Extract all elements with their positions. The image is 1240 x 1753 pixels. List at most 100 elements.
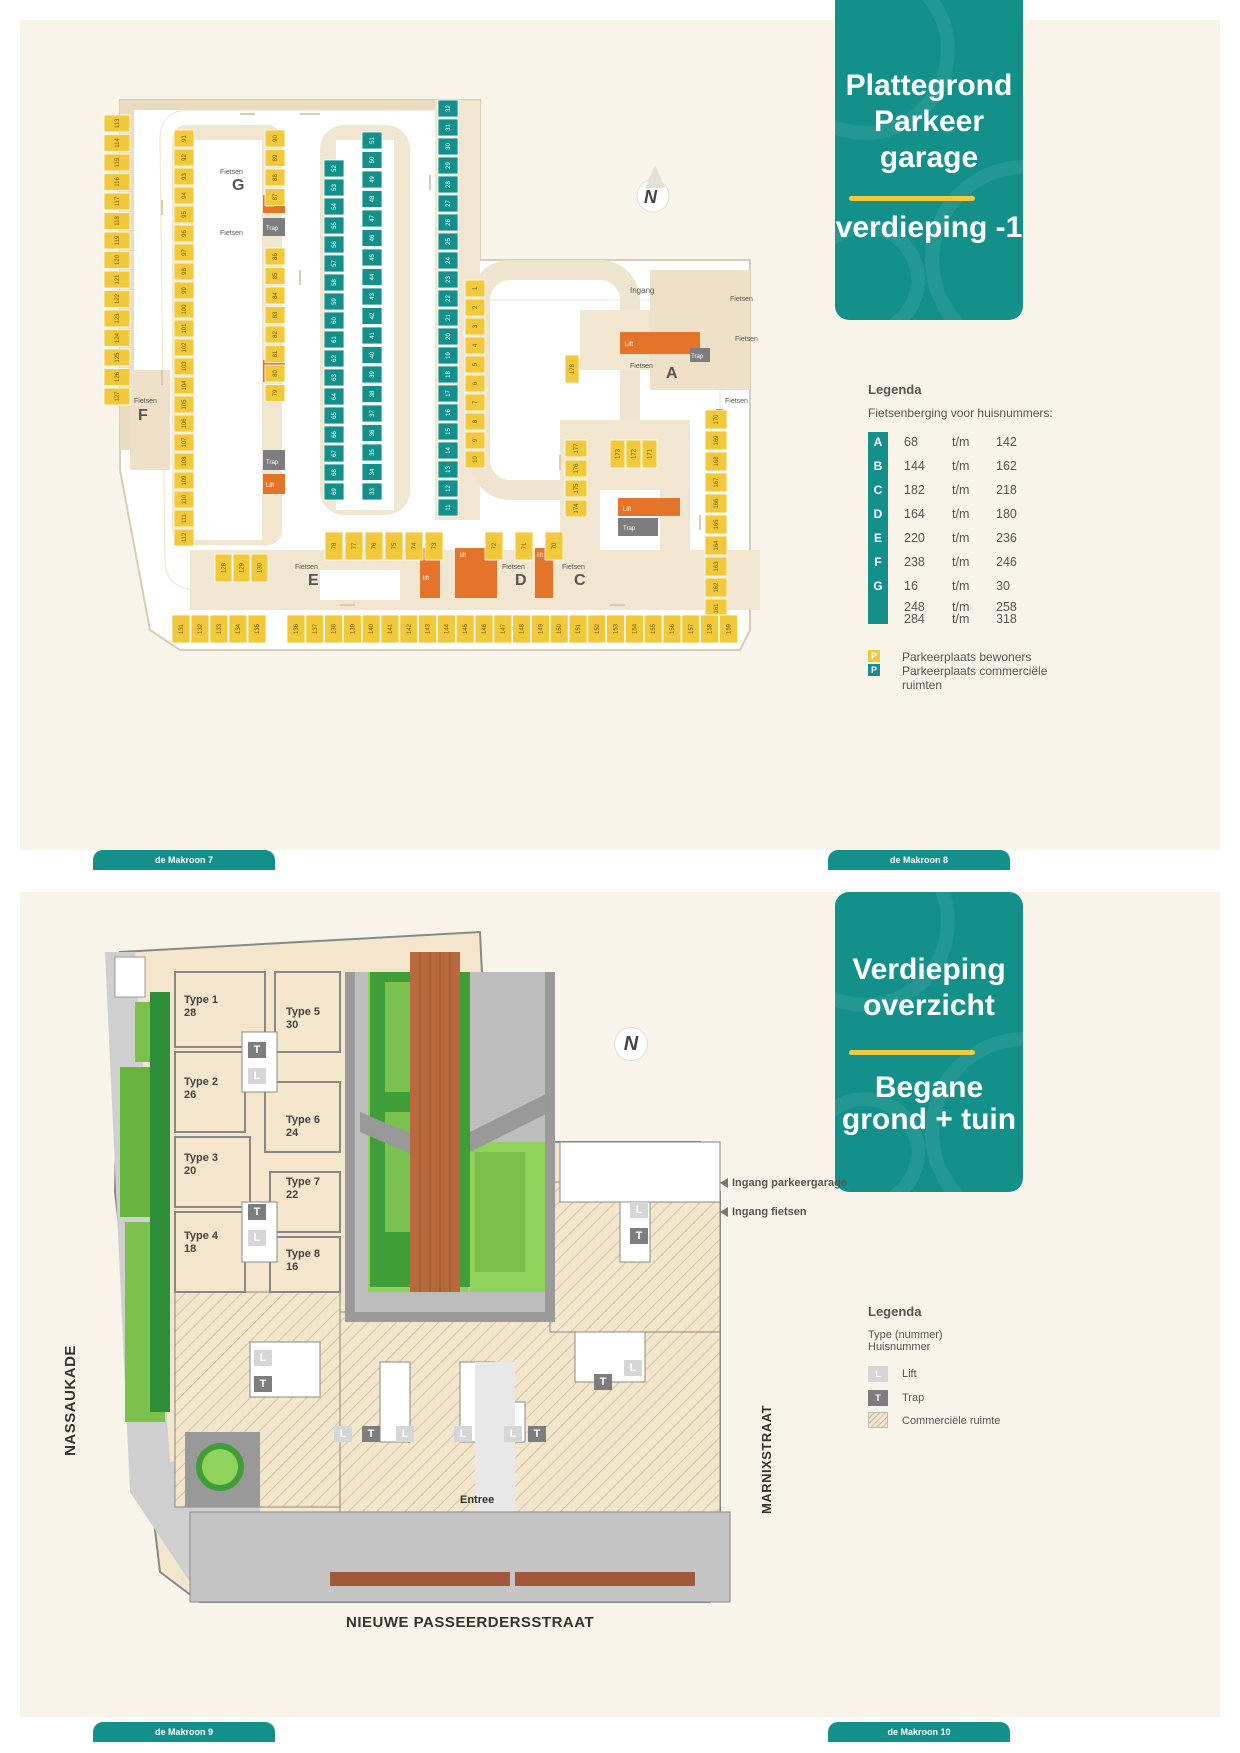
legend-title: Legenda: [868, 382, 922, 397]
parking-spot-number: 18: [446, 371, 452, 378]
parking-spot-number: 1: [473, 286, 479, 290]
range-sep: t/m: [952, 507, 970, 521]
parking-spot-number: 81: [273, 350, 279, 357]
parking-spot-number: 113: [115, 118, 121, 128]
parking-spot: 148: [512, 614, 532, 644]
parking-spot-number: 166: [714, 498, 720, 509]
parking-spot-number: 144: [444, 623, 450, 634]
parking-spot-number: 86: [273, 253, 279, 260]
range-sep: t/m: [952, 483, 970, 497]
parking-spot-number: 17: [446, 390, 452, 397]
parking-spot: 96: [173, 224, 195, 243]
parking-spot-number: 48: [370, 195, 376, 202]
unit-number: 20: [184, 1165, 197, 1177]
stair-marker: T: [248, 1204, 266, 1220]
parking-spot: 81: [264, 345, 286, 363]
parking-spot-number: 145: [463, 623, 469, 634]
parking-spot-number: 178: [570, 363, 576, 374]
parking-spot-number: 34: [370, 468, 376, 475]
parking-spot: 4: [464, 336, 486, 355]
lift-legend-icon: L: [868, 1366, 888, 1382]
parking-spot: 45: [361, 248, 383, 267]
parking-spot: 167: [704, 472, 728, 493]
parking-spot-number: 92: [182, 154, 188, 161]
parking-spot: 41: [361, 326, 383, 345]
stair-marker: T: [362, 1426, 380, 1442]
fietsen-d: Fietsen: [502, 564, 525, 571]
parking-spot-number: 65: [332, 412, 338, 419]
parking-spot: 34: [361, 463, 383, 481]
parking-spot-number: 91: [182, 135, 188, 142]
parking-spot-number: 5: [473, 362, 479, 366]
parking-spot: 53: [323, 178, 345, 197]
bike-storage-badge: E: [868, 528, 888, 552]
parking-spot-number: 129: [240, 562, 246, 573]
parking-spot: 159: [719, 614, 738, 644]
parking-spot-number: 53: [332, 184, 338, 191]
parking-spot: 129: [232, 553, 251, 583]
parking-spot: 174: [564, 499, 588, 518]
parking-spot-number: 165: [714, 519, 720, 530]
parking-spot-number: 93: [182, 173, 188, 180]
parking-spot-number: 176: [574, 463, 580, 474]
parking-spot: 66: [323, 425, 345, 444]
fietsen-f: Fietsen: [134, 398, 157, 405]
parking-spot: 93: [173, 167, 195, 186]
unit-type: Type 5: [286, 1006, 321, 1018]
legend2-type: Type (nummer): [868, 1329, 943, 1341]
parking-spot-number: 173: [616, 448, 622, 459]
parking-spot-number: 142: [407, 623, 413, 634]
parking-spot-number: 149: [538, 623, 544, 634]
parking-spot: 49: [361, 170, 383, 189]
parking-spot-number: 55: [332, 222, 338, 229]
parking-spot-number: 102: [182, 342, 188, 353]
lift-marker: L: [334, 1426, 352, 1442]
parking-spot: 37: [361, 404, 383, 423]
parking-spot: 39: [361, 365, 383, 384]
parking-spot: 139: [342, 614, 362, 644]
parking-spot-number: 11: [446, 504, 452, 511]
parking-spot: 52: [323, 159, 345, 178]
lift-c: Lift: [623, 507, 631, 513]
parking-spot-number: 96: [182, 230, 188, 237]
trap-a: Trap: [691, 354, 704, 360]
stair-legend-icon: T: [868, 1390, 888, 1406]
parking-spot-number: 6: [473, 381, 479, 385]
lift-f2: Lift: [266, 483, 274, 489]
parking-spot-number: 27: [446, 200, 452, 207]
parking-spot-number: 7: [473, 400, 479, 404]
zone-c: C: [574, 572, 586, 589]
parking-spot: 9: [464, 431, 486, 450]
parking-spot: 157: [681, 614, 701, 644]
parking-spot-number: 30: [446, 143, 452, 150]
parking-spot: 126: [103, 368, 131, 386]
parking-spot-number: 31: [446, 124, 452, 131]
parking-spot-number: 46: [370, 234, 376, 241]
range-to: 30: [996, 579, 1010, 593]
parking-spot-number: 85: [273, 272, 279, 279]
parking-spot-number: 125: [115, 352, 121, 363]
parking-spot: 117: [103, 192, 131, 211]
parking-spot: 48: [361, 190, 383, 208]
parking-spot: 155: [643, 614, 663, 644]
parking-spot: 120: [103, 251, 131, 269]
parking-spot-number: 25: [446, 238, 452, 245]
parking-spot-number: 154: [632, 623, 638, 634]
parking-spot: 151: [568, 614, 588, 644]
trap-f: Trap: [266, 460, 279, 466]
parking-spot: 31: [437, 118, 459, 137]
parking-spot-number: 140: [369, 623, 375, 634]
street-nassaukade: NASSAUKADE: [61, 1345, 79, 1456]
parking-spot: 51: [361, 131, 383, 150]
parking-spot-number: 12: [446, 485, 452, 492]
fietsen-c: Fietsen: [562, 564, 585, 571]
parking-spot: 89: [264, 149, 286, 167]
range-sep: t/m: [952, 579, 970, 593]
lift-g: Lift: [266, 203, 274, 209]
zone-g: G: [232, 177, 244, 194]
legend-subtitle: Fietsenberging voor huisnummers:: [868, 406, 1053, 420]
parking-spot-number: 73: [432, 542, 438, 549]
